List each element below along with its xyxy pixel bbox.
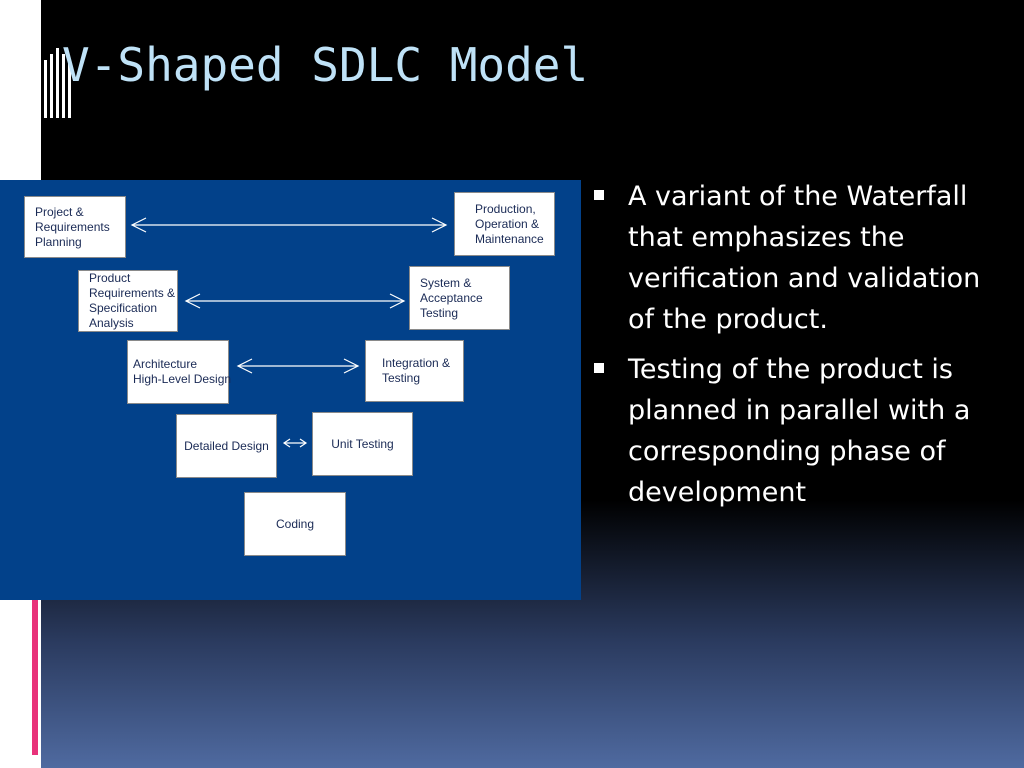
phase-line: Product [89,271,131,285]
arrow-head-left-2 [184,293,201,309]
bullet-text: Testing of the product is planned in par… [628,354,971,508]
phase-line: Testing [420,305,459,320]
arrow-head-left-1 [130,217,147,233]
phase-line: Maintenance [475,231,544,246]
v-model-arrows [130,217,448,448]
phase-production-maintenance: Production, Operation & Maintenance [454,192,555,256]
square-bullet-icon [594,190,604,200]
bullet-item: A variant of the Waterfall that emphasiz… [594,176,1014,340]
phase-line: Integration & [382,356,451,370]
phase-line: Analysis [89,316,134,330]
arrow-head-left-3 [236,358,253,374]
arrow-head-right-2 [389,293,406,309]
phase-line: Acceptance [420,290,483,305]
arrow-head-right-4 [299,438,308,448]
phase-line: Project & [35,204,84,219]
phase-coding: Coding [244,492,346,556]
bullet-list: A variant of the Waterfall that emphasiz… [594,176,1014,522]
phase-project-requirements-planning: Project & Requirements Planning [24,196,126,258]
phase-line: System & [420,275,472,290]
square-bullet-icon [594,363,604,373]
phase-integration-testing: Integration & Testing [365,340,464,402]
phase-line: Requirements [35,219,110,234]
corner-lines-decoration [44,48,74,118]
phase-system-acceptance-testing: System & Acceptance Testing [409,266,510,330]
phase-line: Planning [35,234,82,249]
phase-product-requirements: Product Requirements & Specification Ana… [78,270,178,332]
phase-line: Testing [382,371,421,385]
phase-line: Coding [275,516,315,531]
phase-detailed-design: Detailed Design [176,414,277,478]
phase-line: Operation & [475,216,540,231]
phase-line: Unit Testing [331,436,394,451]
v-model-diagram: Project & Requirements Planning Product … [0,180,581,600]
phase-unit-testing: Unit Testing [312,412,413,476]
pink-accent-bar [32,600,38,755]
phase-line: Architecture [133,357,198,371]
arrow-head-right-1 [431,217,448,233]
arrow-head-left-4 [282,438,291,448]
bullet-item: Testing of the product is planned in par… [594,349,1014,513]
phase-line: High-Level Design [133,372,232,386]
phase-line: Requirements & [89,286,176,300]
arrow-head-right-3 [343,358,360,374]
phase-architecture-design: Architecture High-Level Design [127,340,232,404]
phase-line: Production, [475,201,536,216]
bullet-text: A variant of the Waterfall that emphasiz… [628,181,981,335]
slide-title: V-Shaped SDLC Model [62,38,589,92]
phase-line: Detailed Design [184,438,269,453]
phase-line: Specification [89,301,158,315]
